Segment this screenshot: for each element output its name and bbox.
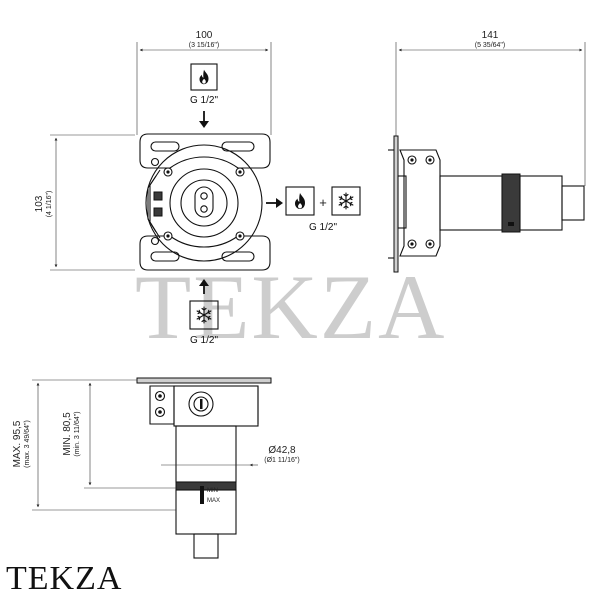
height-dimension-inch: (4 1/16") bbox=[46, 191, 53, 218]
outlet-hot-box bbox=[285, 186, 315, 216]
hot-inlet-box bbox=[190, 63, 218, 91]
max-depth-dimension: MAX. 95,5 bbox=[12, 420, 23, 467]
min-depth-dimension-inch: (min. 3 11/64") bbox=[74, 411, 81, 456]
diameter-dimension-inch: (Ø1 11/16") bbox=[264, 457, 299, 464]
flame-icon bbox=[295, 193, 305, 209]
cold-inlet-label: G 1/2" bbox=[190, 335, 218, 346]
cold-inlet-box bbox=[189, 300, 219, 330]
outlet-label: G 1/2" bbox=[309, 222, 337, 233]
watermark: TEKZA bbox=[135, 256, 446, 358]
arrow-right-icon bbox=[266, 198, 283, 208]
max-depth-dimension-inch: (max. 3 49/64") bbox=[24, 420, 31, 468]
min-depth-dimension: MIN. 80,5 bbox=[62, 412, 73, 456]
depth-dimension-inch: (5 35/64") bbox=[475, 42, 506, 49]
side-view: 141 (5 35/64") bbox=[388, 30, 586, 273]
scale-max-label: MAX bbox=[207, 498, 220, 504]
diameter-dimension: Ø42,8 bbox=[268, 445, 296, 456]
outlet-cold-box bbox=[331, 186, 361, 216]
hot-inlet-label: G 1/2" bbox=[190, 95, 218, 106]
flame-icon bbox=[199, 69, 209, 85]
arrow-up-icon bbox=[199, 279, 209, 294]
width-dimension-inch: (3 15/16") bbox=[189, 42, 220, 49]
scale-min-label: MIN bbox=[207, 488, 218, 494]
height-dimension: 103 bbox=[34, 195, 45, 212]
section-view: MIN MAX Ø42,8 (Ø1 11/16") MAX. 95,5 (max… bbox=[12, 377, 300, 559]
width-dimension: 100 bbox=[196, 30, 213, 41]
brand-logo: TEKZA bbox=[6, 560, 123, 597]
plus-sign: + bbox=[319, 195, 327, 210]
front-view: 100 (3 15/16") 103 (4 1/16") G 1/2" bbox=[34, 30, 361, 346]
depth-dimension: 141 bbox=[482, 30, 499, 41]
snowflake-icon bbox=[338, 192, 354, 210]
arrow-down-icon bbox=[199, 111, 209, 128]
